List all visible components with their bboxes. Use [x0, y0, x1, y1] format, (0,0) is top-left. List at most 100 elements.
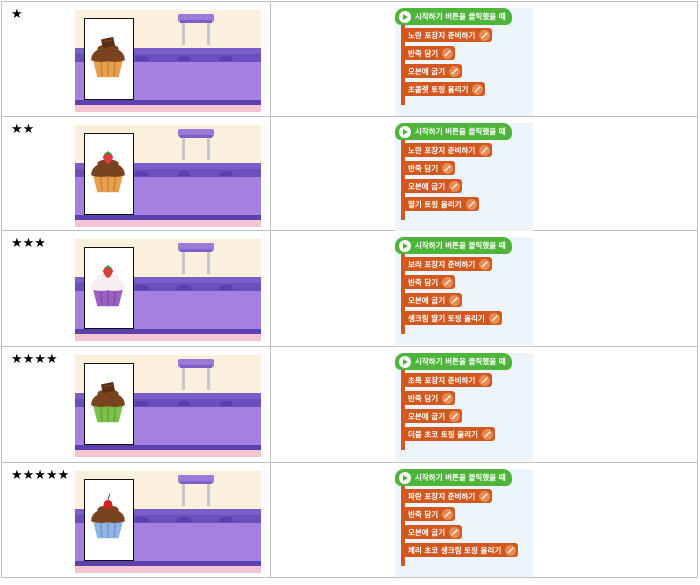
magic-wand-icon: [449, 526, 461, 538]
level-preview-cell: ★★: [1, 116, 271, 231]
command-block: 딸기 토핑 올리기: [403, 197, 479, 211]
stool-icon: [178, 14, 214, 22]
magic-wand-icon: [488, 312, 500, 324]
magic-wand-icon: [479, 374, 491, 386]
stool-icon: [178, 129, 214, 137]
command-block: 반죽 담기: [403, 507, 456, 521]
hat-block-label: 시작하기 버튼을 클릭했을 때: [415, 473, 506, 482]
magic-wand-icon: [479, 258, 491, 270]
magic-wand-icon: [442, 162, 454, 174]
magic-wand-icon: [442, 508, 454, 520]
command-block-label: 반죽 담기: [408, 163, 439, 173]
command-block-label: 반죽 담기: [408, 48, 439, 58]
cupcake-card: [84, 479, 134, 561]
command-block: 오븐에 굽기: [403, 409, 463, 423]
magic-wand-icon: [442, 47, 454, 59]
command-block-label: 보라 포장지 준비하기: [408, 259, 476, 269]
command-block-label: 오븐에 굽기: [408, 411, 446, 421]
bakery-scene-image: [75, 10, 261, 112]
command-block-label: 반죽 담기: [408, 393, 439, 403]
level-preview-cell: ★★★: [1, 230, 271, 347]
play-icon: [399, 239, 411, 252]
level-preview-cell: ★★★★: [1, 346, 271, 463]
bakery-scene-image: [75, 239, 261, 341]
stool-icon: [178, 243, 214, 251]
magic-wand-icon: [479, 144, 491, 156]
magic-wand-icon: [449, 294, 461, 306]
command-block: 체리 초코 생크림 토핑 올리기: [403, 543, 519, 557]
cupcake-icon: [91, 36, 125, 78]
play-icon: [399, 471, 411, 484]
command-block: 오븐에 굽기: [403, 179, 463, 193]
magic-wand-icon: [449, 180, 461, 192]
cupcake-card: [84, 247, 134, 329]
command-block-label: 반죽 담기: [408, 277, 439, 287]
level-preview-cell: ★: [1, 1, 271, 117]
command-block: 반죽 담기: [403, 275, 456, 289]
difficulty-stars: ★★: [11, 122, 35, 137]
cupcake-card: [84, 133, 134, 215]
command-block: 오븐에 굽기: [403, 293, 463, 307]
command-block: 노란 포장지 준비하기: [403, 28, 493, 42]
magic-wand-icon: [442, 276, 454, 288]
magic-wand-icon: [449, 65, 461, 77]
bakery-scene-image: [75, 125, 261, 227]
bakery-scene-image: [75, 355, 261, 457]
play-icon: [399, 125, 411, 138]
command-block: 반죽 담기: [403, 391, 456, 405]
command-block: 오븐에 굽기: [403, 64, 463, 78]
command-block-label: 반죽 담기: [408, 509, 439, 519]
command-block: 파란 포장지 준비하기: [403, 489, 493, 503]
command-block: 반죽 담기: [403, 46, 456, 60]
command-block-label: 오븐에 굽기: [408, 181, 446, 191]
stool-icon: [178, 475, 214, 483]
command-block-label: 생크림 딸기 토핑 올리기: [408, 313, 485, 323]
command-block-label: 딸기 토핑 올리기: [408, 199, 462, 209]
command-block-label: 체리 초코 생크림 토핑 올리기: [408, 545, 502, 555]
hat-block-label: 시작하기 버튼을 클릭했을 때: [415, 12, 506, 21]
command-block: 반죽 담기: [403, 161, 456, 175]
level-preview-cell: ★★★★★: [1, 462, 271, 578]
hat-block-label: 시작하기 버튼을 클릭했을 때: [415, 241, 506, 250]
cupcake-icon: [91, 265, 125, 307]
cupcake-card: [84, 363, 134, 445]
difficulty-stars: ★: [11, 7, 23, 22]
command-block: 노란 포장지 준비하기: [403, 143, 493, 157]
command-block: 오븐에 굽기: [403, 525, 463, 539]
magic-wand-icon: [472, 83, 484, 95]
command-block-label: 초록 포장지 준비하기: [408, 375, 476, 385]
magic-wand-icon: [505, 544, 517, 556]
cupcake-card: [84, 18, 134, 100]
cupcake-icon: [91, 151, 125, 193]
when-start-clicked-block: 시작하기 버튼을 클릭했을 때: [395, 123, 512, 140]
when-start-clicked-block: 시작하기 버튼을 클릭했을 때: [395, 353, 512, 370]
command-block-label: 초콜렛 토핑 올리기: [408, 84, 469, 94]
stool-icon: [178, 359, 214, 367]
command-block-label: 노란 포장지 준비하기: [408, 145, 476, 155]
command-block-label: 파란 포장지 준비하기: [408, 491, 476, 501]
play-icon: [399, 10, 411, 23]
when-start-clicked-block: 시작하기 버튼을 클릭했을 때: [395, 8, 512, 25]
command-block-label: 더블 초코 토핑 올리기: [408, 429, 478, 439]
when-start-clicked-block: 시작하기 버튼을 클릭했을 때: [395, 237, 512, 254]
difficulty-stars: ★★★★: [11, 352, 58, 367]
magic-wand-icon: [442, 392, 454, 404]
command-block: 생크림 딸기 토핑 올리기: [403, 311, 502, 325]
difficulty-stars: ★★★★★: [11, 468, 70, 483]
